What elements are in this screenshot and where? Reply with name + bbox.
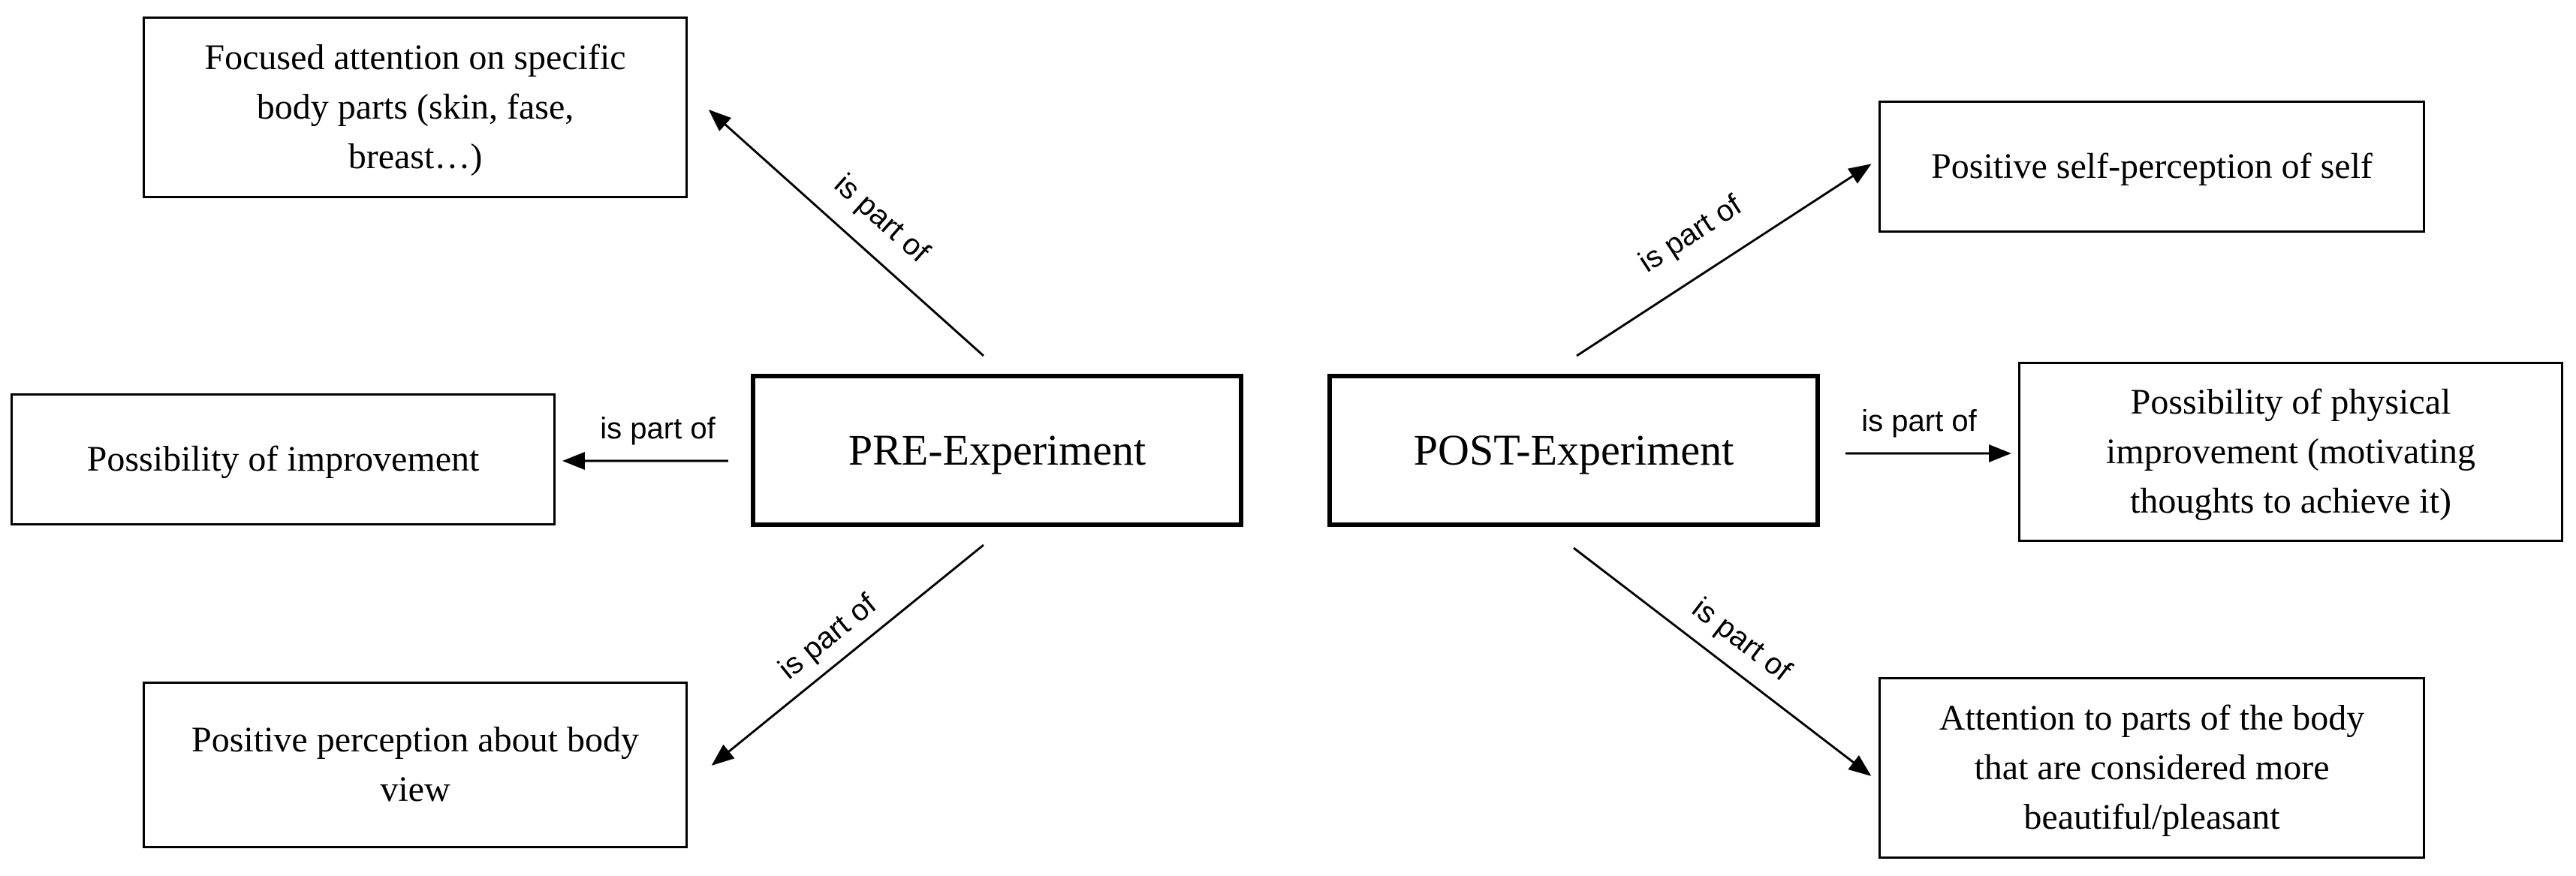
edge-label-pre-focused-attention: is part of [828, 167, 936, 269]
positive-perception-body-label: Positive perception about body view [191, 720, 639, 809]
pre-experiment-node: PRE-Experiment [751, 374, 1243, 527]
physical-improvement-node: Possibility of physical improvement (mot… [2018, 362, 2563, 542]
physical-improvement-label: Possibility of physical improvement (mot… [2106, 382, 2475, 521]
edge-label-post-physical-improvement: is part of [1861, 405, 1977, 438]
edge-label-pre-possibility-improvement: is part of [600, 412, 716, 445]
positive-self-perception-label: Positive self-perception of self [1931, 146, 2373, 186]
edge-arrow-post-attention-beautiful [1573, 546, 1872, 776]
post-experiment-label: POST-Experiment [1413, 426, 1734, 474]
edge-arrow-pre-focused-attention [708, 109, 985, 357]
edge-arrow-post-positive-self-perception [1576, 164, 1872, 357]
attention-beautiful-parts-label: Attention to parts of the body that are … [1939, 698, 2365, 837]
attention-beautiful-parts-node: Attention to parts of the body that are … [1879, 677, 2425, 859]
possibility-improvement-node: Possibility of improvement [11, 393, 556, 525]
pre-experiment-label: PRE-Experiment [848, 426, 1146, 474]
edge-arrow-pre-positive-perception [711, 543, 984, 766]
focused-attention-label: Focused attention on specific body parts… [204, 38, 626, 176]
possibility-improvement-label: Possibility of improvement [86, 439, 480, 479]
edge-label-post-positive-self-perception: is part of [1633, 188, 1748, 278]
positive-perception-body-node: Positive perception about body view [143, 682, 688, 848]
positive-self-perception-node: Positive self-perception of self [1879, 101, 2425, 233]
post-experiment-node: POST-Experiment [1327, 374, 1820, 527]
edge-label-post-attention-beautiful: is part of [1686, 592, 1798, 688]
focused-attention-node: Focused attention on specific body parts… [143, 17, 688, 198]
